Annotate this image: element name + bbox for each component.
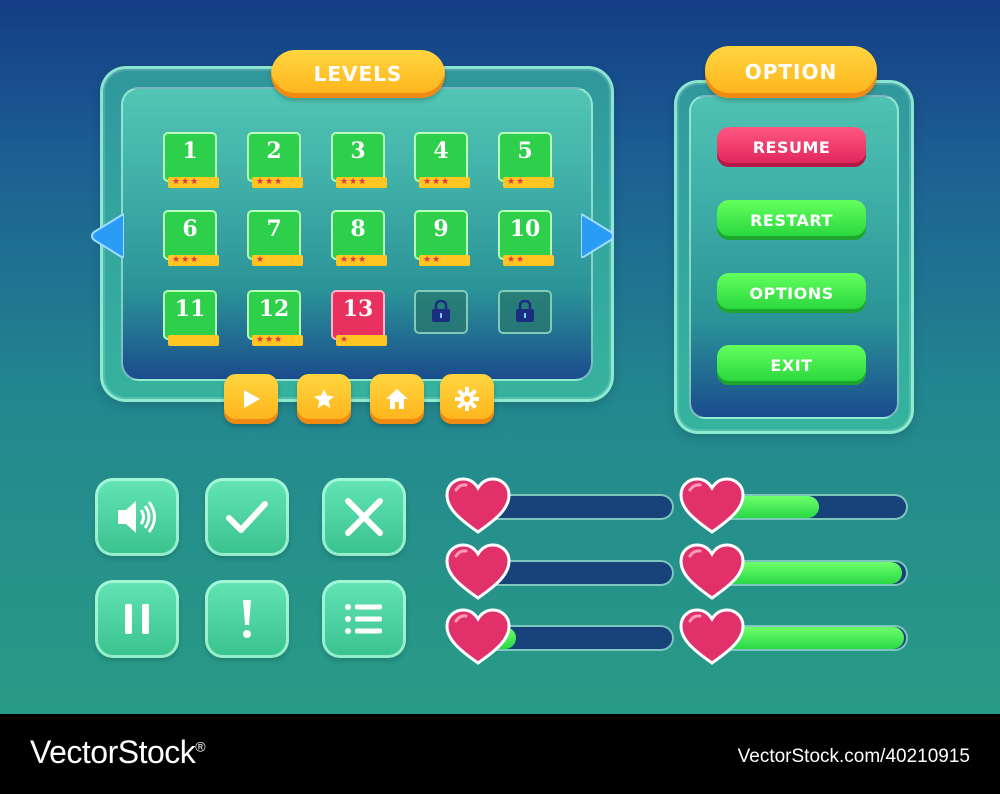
menu-list-button[interactable] [322, 580, 406, 658]
level-tile[interactable]: 1 ★★★ [163, 132, 219, 188]
heart-icon [445, 477, 511, 534]
level-number: 11 [174, 296, 206, 322]
option-title: OPTION [744, 60, 838, 84]
pause-button[interactable] [95, 580, 179, 658]
resume-button[interactable]: RESUME [717, 127, 866, 167]
level-stars: ★★★ [419, 177, 470, 188]
brand-mark: ® [195, 738, 206, 755]
heart-icon [679, 477, 745, 534]
levels-title: LEVELS [313, 62, 403, 86]
health-bar [710, 625, 908, 651]
favorites-button[interactable] [297, 374, 351, 424]
arrow-left-icon[interactable] [90, 212, 124, 260]
sound-icon [118, 501, 156, 533]
heart-icon [679, 608, 745, 665]
heart-icon [445, 608, 511, 665]
level-tile[interactable]: 10 ★★ [498, 210, 554, 266]
level-number: 12 [258, 296, 290, 322]
level-tile-locked[interactable] [498, 290, 552, 334]
level-tile[interactable]: 5 ★★ [498, 132, 554, 188]
level-tile[interactable]: 4 ★★★ [414, 132, 470, 188]
cancel-button[interactable] [322, 478, 406, 556]
stock-code: VectorStock.com/40210915 [737, 746, 970, 767]
play-icon [244, 390, 260, 408]
home-icon [386, 389, 408, 409]
list-icon [345, 604, 382, 634]
level-stars: ★★ [503, 177, 554, 188]
level-number: 2 [266, 138, 282, 164]
star-icon [314, 389, 334, 408]
lock-icon [516, 299, 534, 322]
level-number: 6 [182, 216, 198, 242]
level-number: 5 [517, 138, 533, 164]
play-button[interactable] [224, 374, 278, 424]
health-bar-fill [710, 627, 905, 649]
settings-button[interactable] [440, 374, 494, 424]
heart-icon [679, 543, 745, 600]
level-stars: ★★★ [336, 255, 387, 266]
restart-button[interactable]: RESTART [717, 200, 866, 240]
level-stars: ★★★ [336, 177, 387, 188]
level-tile[interactable]: 7★ [247, 210, 303, 266]
level-tile[interactable]: 11 [163, 290, 219, 346]
game-ui-kit: LEVELS 1★★★2★★★3★★★4★★★5★★6★★★7★8★★★9★★1… [90, 46, 914, 665]
level-stars: ★★ [419, 255, 470, 266]
level-tile[interactable]: 9 ★★ [414, 210, 470, 266]
heart-icon [445, 543, 511, 600]
level-stars: ★★★ [252, 335, 303, 346]
pause-icon [125, 604, 149, 634]
alert-button[interactable] [205, 580, 289, 658]
confirm-button[interactable] [205, 478, 289, 556]
footer: VectorStock® VectorStock.com/40210915 [0, 714, 1000, 794]
home-button[interactable] [370, 374, 424, 424]
level-stars: ★★★ [252, 177, 303, 188]
level-stars: ★★★ [168, 177, 219, 188]
check-icon [226, 501, 268, 533]
level-number: 1 [182, 138, 198, 164]
brand-name: VectorStock [30, 734, 196, 770]
level-number: 13 [342, 296, 374, 322]
level-number: 4 [433, 138, 449, 164]
level-stars: ★ [336, 335, 387, 346]
level-tile-locked[interactable] [414, 290, 468, 334]
level-number: 8 [350, 216, 366, 242]
options-button[interactable]: OPTIONS [717, 273, 866, 313]
option-title-banner: OPTION [705, 46, 877, 98]
level-tile[interactable]: 6 ★★★ [163, 210, 219, 266]
lock-icon [432, 299, 450, 322]
level-tile[interactable]: 13 ★ [331, 290, 387, 346]
level-number: 10 [509, 216, 541, 242]
level-number: 3 [350, 138, 366, 164]
sound-button[interactable] [95, 478, 179, 556]
level-stars: ★★★ [168, 255, 219, 266]
arrow-right-icon[interactable] [581, 212, 615, 260]
level-number: 7 [266, 216, 282, 242]
exit-button[interactable]: EXIT [717, 345, 866, 385]
brand-logo: VectorStock® [30, 734, 206, 771]
level-number: 9 [433, 216, 449, 242]
health-bar-fill [710, 562, 903, 584]
levels-title-banner: LEVELS [271, 50, 445, 98]
close-icon [345, 498, 383, 536]
level-stars: ★★ [503, 255, 554, 266]
gear-icon [455, 387, 479, 411]
exclamation-icon [243, 600, 251, 638]
level-stars [168, 335, 219, 346]
level-tile[interactable]: 2 ★★★ [247, 132, 303, 188]
level-tile[interactable]: 8 ★★★ [331, 210, 387, 266]
level-tile[interactable]: 3 ★★★ [331, 132, 387, 188]
level-tile[interactable]: 12 ★★★ [247, 290, 303, 346]
level-stars: ★ [252, 255, 303, 266]
